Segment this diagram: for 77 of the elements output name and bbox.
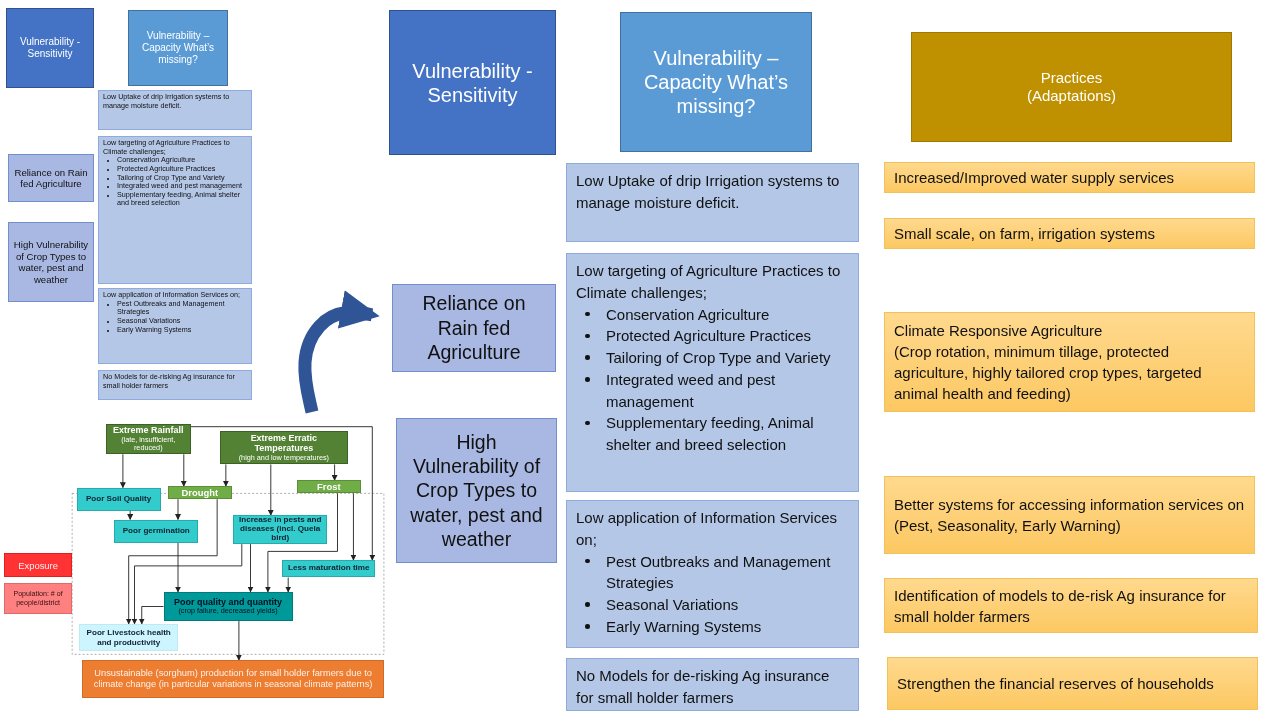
box-label: High Vulnerability of Crop Types to water, pest and weather (409, 429, 544, 552)
box-label: Unsustainable (sorghum) production for small holder farmers due to climate change (in particular variations in seasonal climate patterns) (92, 668, 374, 690)
outcome-box (82, 660, 384, 698)
practice-box (884, 312, 1255, 412)
thumbnail-box (8, 154, 94, 202)
capacity-box (566, 163, 859, 242)
box-label: Poor germination (121, 526, 191, 536)
bullet-text: Tailoring of Crop Type and Variety (606, 349, 831, 366)
thumbnail-box (98, 288, 252, 364)
box-heading: Low targeting of Agriculture Practices to Climate challenges; (576, 261, 842, 303)
box-label: Increased/Improved water supply services (894, 168, 1176, 188)
thumbnail-box (98, 370, 252, 400)
column-header (620, 12, 812, 152)
box-label: Low Uptake of drip Irrigation systems to manage moisture deficit. (576, 171, 841, 213)
box-label: Vulnerability - Sensitivity (411, 58, 534, 107)
flowchart-box (79, 623, 178, 652)
thumbnail-box (128, 10, 228, 86)
box-label: Extreme Erratic Temperatures (249, 433, 319, 454)
sensitivity-box (392, 284, 556, 372)
bullet-text: Protected Agriculture Practices (606, 327, 812, 345)
exposure-box (4, 552, 73, 578)
bullet-text: Early Warning Systems (606, 617, 762, 635)
bullet-text: Pest Outbreaks and Management Strategies (606, 552, 831, 592)
flowchart-box (220, 431, 348, 465)
box-label: Drought (180, 487, 220, 499)
box-label: Vulnerability – Capacity What’s missing? (643, 46, 789, 118)
box-label: Poor quality and quantity (173, 597, 283, 608)
curved-arrow (298, 290, 380, 414)
practice-box (887, 657, 1258, 710)
box-label: High Vulnerability of Crop Types to water, pest and weather (12, 239, 90, 285)
flowchart-box (105, 423, 192, 455)
population-box (4, 583, 73, 614)
capacity-box (566, 253, 859, 492)
column-header (389, 10, 556, 155)
thumbnail-box (98, 136, 252, 284)
practice-box (884, 476, 1255, 554)
box-subtext: (Crop rotation, minimum tillage, protected agriculture, highly tailored crop types, targeted animal health and feeding) (894, 342, 1203, 404)
bullet-text: Conservation Agriculture (606, 305, 770, 323)
box-label: Vulnerability - Sensitivity (18, 36, 82, 60)
practice-box (884, 218, 1255, 249)
column-header (911, 32, 1232, 142)
box-label: No Models for de-risking Ag insurance for small holder farmers (576, 666, 831, 708)
thumbnail-box (8, 222, 94, 302)
capacity-box (566, 500, 859, 648)
box-label: Exposure (17, 559, 59, 571)
sensitivity-box (396, 418, 557, 563)
box-heading: Low application of Information Services on; (576, 508, 838, 550)
box-label: Practices (Adaptations) (1025, 69, 1118, 105)
flowchart-box (76, 487, 161, 511)
practice-box (884, 162, 1255, 193)
box-subtext: (Pest, Seasonality, Early Warning) (894, 516, 1122, 536)
flowchart-box (114, 519, 199, 543)
box-label: Less maturation time (287, 564, 371, 574)
box-label: Strengthen the financial reserves of households (897, 674, 1215, 694)
box-label: Extreme Rainfall (112, 426, 185, 436)
bullet-text: Supplementary feeding, Animal shelter and breed selection (606, 414, 814, 453)
bullet-text: Seasonal Variations (606, 596, 739, 613)
box-label: Better systems for accessing information services on (894, 495, 1245, 515)
bullet-text: Integrated weed and pest management (606, 370, 776, 410)
thumbnail-box (98, 90, 252, 130)
box-label: Vulnerability – Capacity What’s missing? (140, 30, 216, 66)
box-label: Poor Livestock health and productivity (85, 628, 172, 647)
capacity-box (566, 658, 859, 711)
flowchart-box (282, 560, 376, 578)
thumbnail-box (6, 8, 94, 88)
box-label: Poor Soil Quality (84, 494, 153, 504)
flowchart-box (296, 480, 361, 494)
box-label: Reliance on Rain fed Agriculture (421, 291, 527, 365)
flowchart-box (167, 486, 232, 500)
flowchart-box (163, 592, 293, 621)
box-label: Identification of models to de-risk Ag insurance for small holder farmers (894, 585, 1227, 627)
box-label: Frost (316, 481, 342, 493)
box-label: Reliance on Rain fed Agriculture (13, 166, 89, 190)
box-label: Increase in pests and diseases (incl. Quela bird) (237, 516, 323, 544)
box-label: Climate Responsive Agriculture (894, 321, 1104, 341)
box-label: Small scale, on farm, irrigation systems (894, 224, 1156, 244)
practice-box (884, 578, 1258, 633)
